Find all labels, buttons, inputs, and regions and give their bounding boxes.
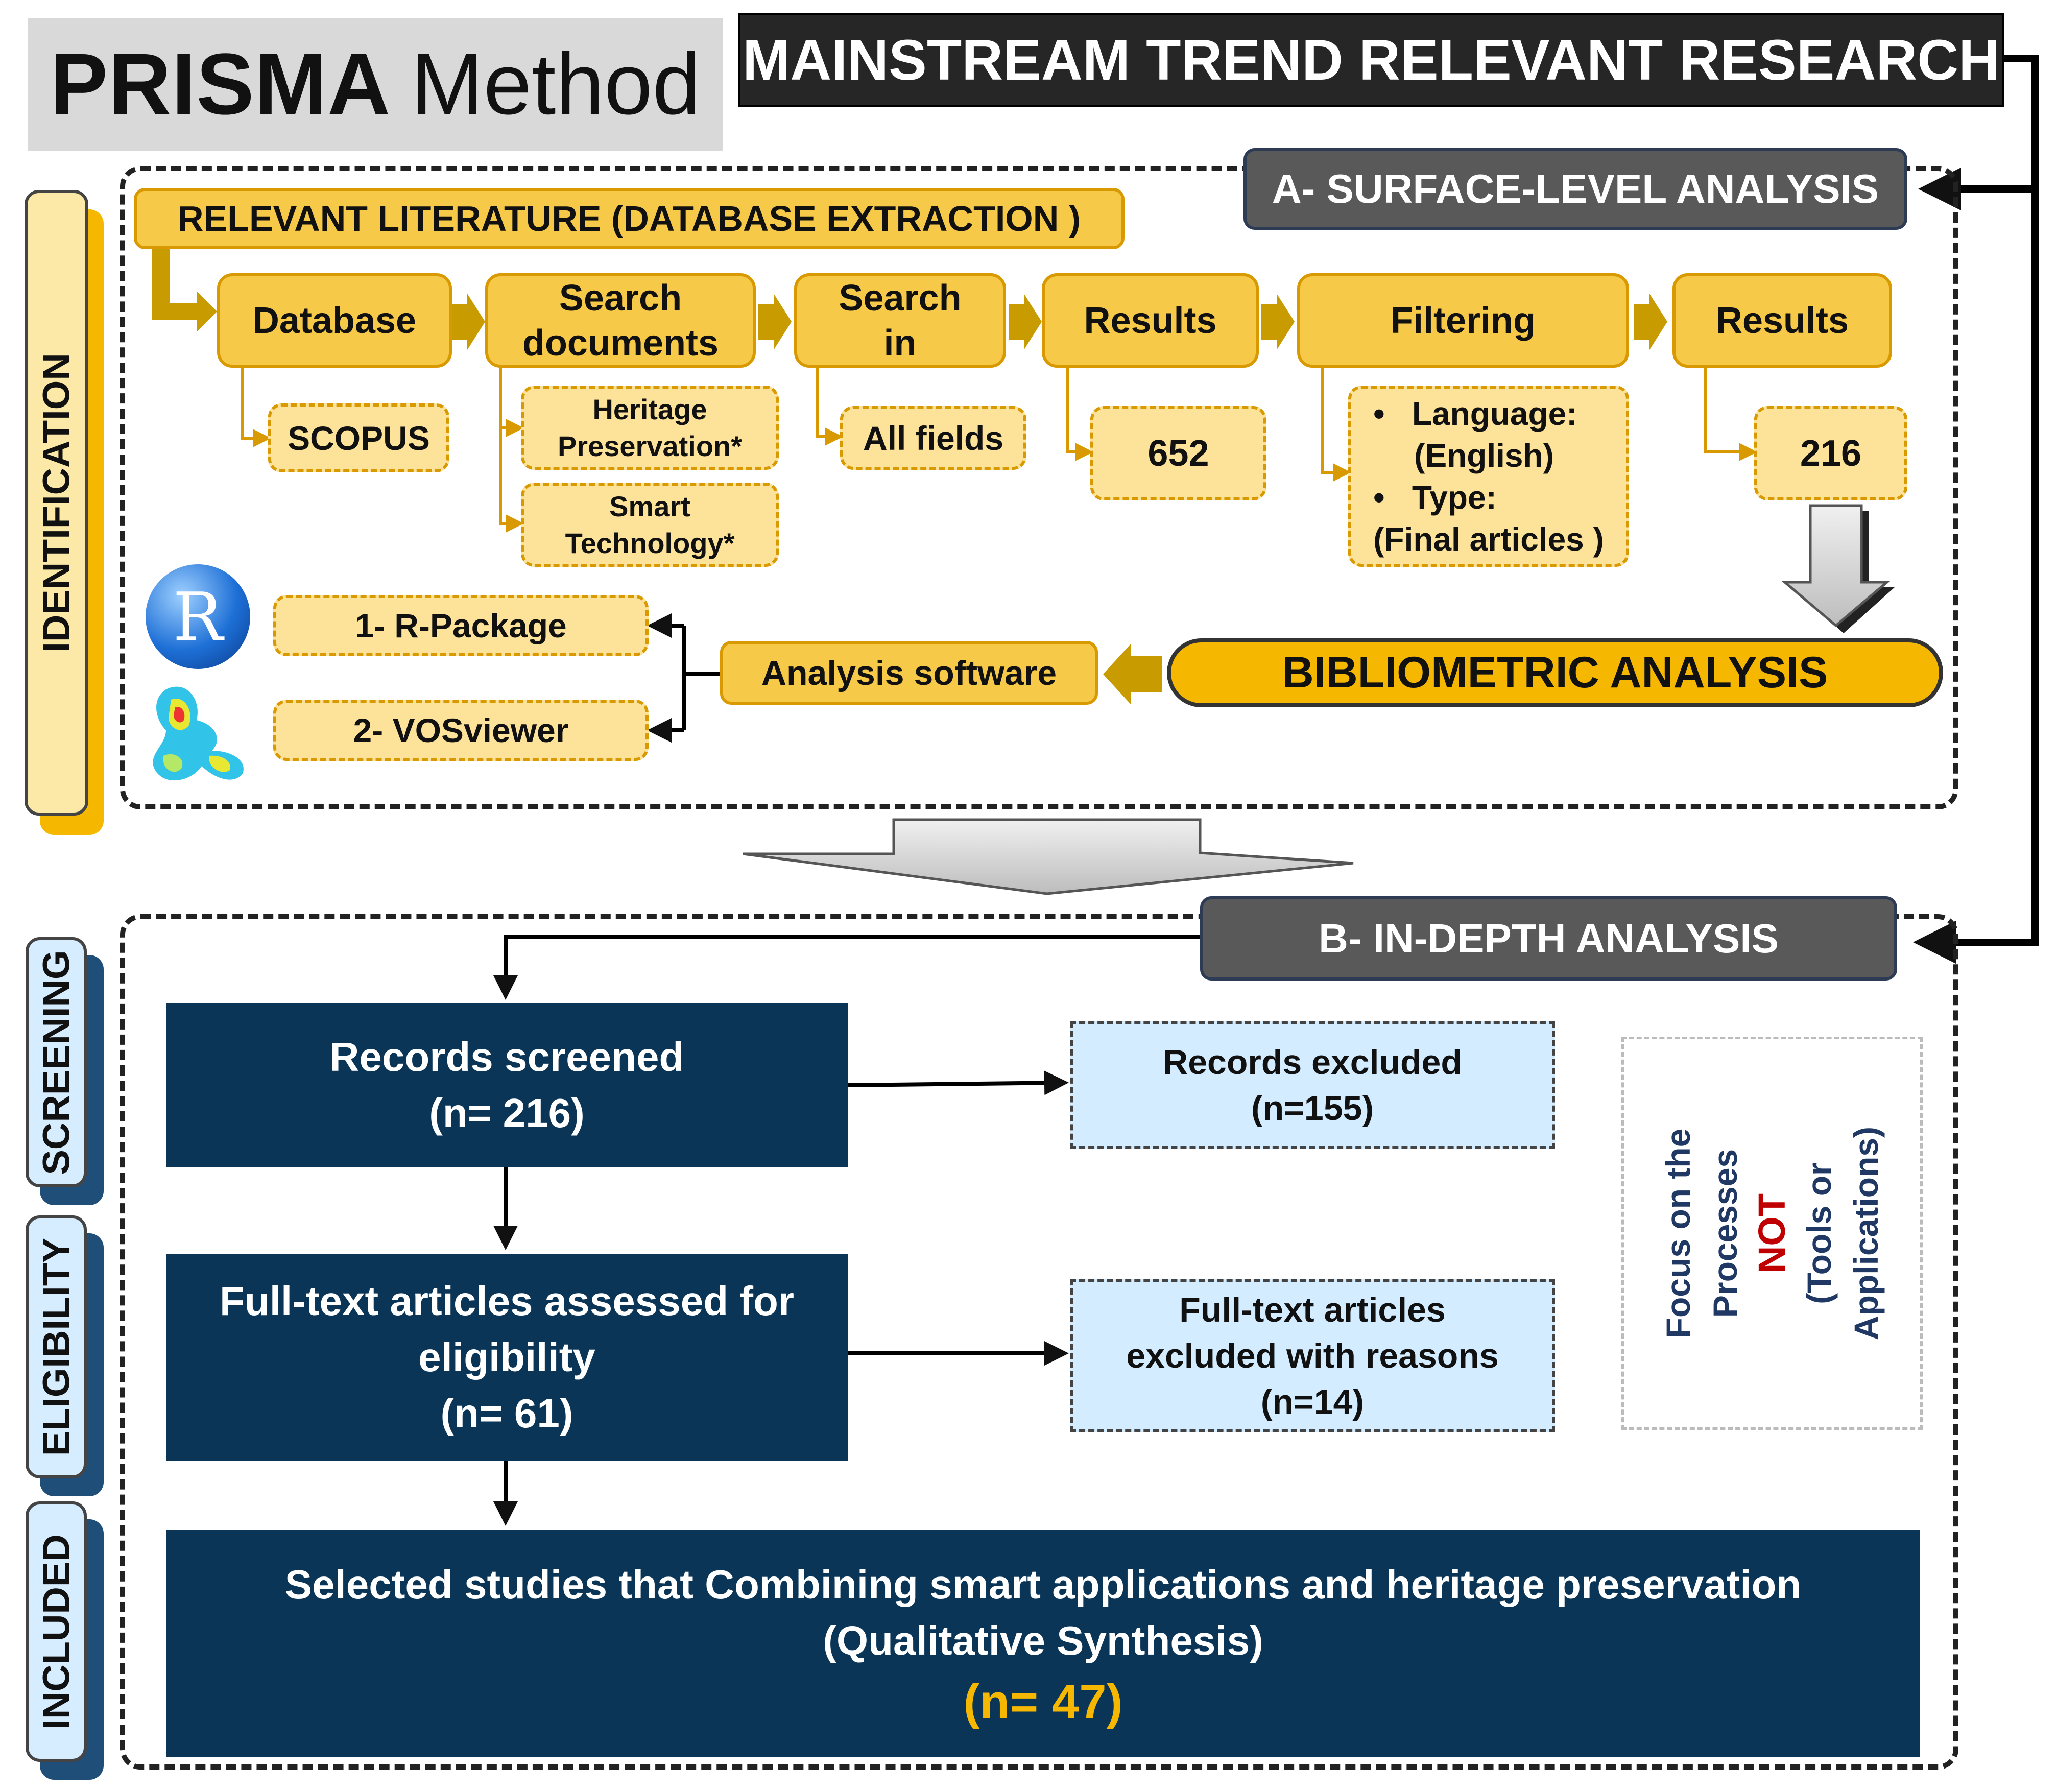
- filter-final-articles: (Final articles ): [1373, 520, 1604, 558]
- r-logo-letter: R: [173, 578, 223, 656]
- filter-type-label: Type:: [1412, 479, 1497, 516]
- surface-analysis-frame: [120, 166, 1958, 809]
- fulltext-assessed-box: Full-text articles assessed for eligibil…: [166, 1254, 848, 1461]
- stage-screening-label: SCREENING: [35, 950, 78, 1175]
- stage-identification-label: IDENTIFICATION: [35, 353, 78, 653]
- section-b-header: B- IN-DEPTH ANALYSIS: [1200, 896, 1897, 981]
- included-studies-box: Selected studies that Combining smart ap…: [166, 1530, 1920, 1757]
- software-bracket: [647, 613, 720, 743]
- indepth-analysis-frame: [120, 914, 1958, 1770]
- title-method: Method: [411, 36, 701, 133]
- fulltext-excluded-line1: Full-text articles: [1179, 1291, 1446, 1329]
- stage-eligibility: ELIGIBILITY: [26, 1215, 87, 1478]
- focus-note-text: Focus on the Processes NOT (Tools or App…: [1655, 1127, 1889, 1340]
- filter-criteria-list: • Language: (English) • Type: (Final art…: [1373, 393, 1604, 560]
- step-search-in-line1: Search: [839, 277, 962, 319]
- records-screened-label: Records screened: [329, 1034, 684, 1080]
- records-excluded-count: (n=155): [1251, 1089, 1374, 1128]
- analysis-software-box: Analysis software: [720, 641, 1098, 705]
- fulltext-assessed-line2: eligibility: [418, 1334, 595, 1380]
- detail-all-fields: All fields: [840, 406, 1026, 470]
- included-studies-count: (n= 47): [963, 1674, 1123, 1729]
- step-database: Database: [217, 273, 452, 368]
- detail-smart-line1: Smart: [609, 490, 690, 522]
- included-studies-line2: (Qualitative Synthesis): [823, 1617, 1263, 1663]
- included-studies-line1: Selected studies that Combining smart ap…: [284, 1561, 1802, 1607]
- step-search-documents-line1: Search: [559, 277, 682, 319]
- step-results-2: Results: [1672, 273, 1892, 368]
- step-search-in: Search in: [794, 273, 1006, 368]
- gold-arrowhead: [197, 291, 217, 332]
- detail-filter-criteria: • Language: (English) • Type: (Final art…: [1348, 386, 1629, 567]
- stage-screening: SCREENING: [26, 937, 87, 1187]
- fulltext-excluded-count: (n=14): [1260, 1382, 1365, 1421]
- records-excluded-box: Records excluded (n=155): [1070, 1021, 1555, 1149]
- detail-results-216: 216: [1754, 406, 1907, 500]
- title-box: PRISMA Method: [28, 18, 723, 151]
- fulltext-assessed-line1: Full-text articles assessed for: [220, 1278, 794, 1324]
- step-filtering: Filtering: [1297, 273, 1629, 368]
- detail-results-652: 652: [1090, 406, 1266, 500]
- records-screened-box: Records screened (n= 216): [166, 1003, 848, 1167]
- relevant-literature-box: RELEVANT LITERATURE (DATABASE EXTRACTION…: [134, 188, 1125, 249]
- filter-type: • Type:: [1373, 479, 1497, 516]
- fulltext-assessed-count: (n= 61): [440, 1390, 573, 1436]
- stage-included: INCLUDED: [26, 1501, 87, 1762]
- records-excluded-label: Records excluded: [1163, 1043, 1462, 1082]
- bibliometric-analysis-box: BIBLIOMETRIC ANALYSIS: [1167, 638, 1943, 707]
- records-screened-count: (n= 216): [429, 1090, 585, 1136]
- section-a-header: A- SURFACE-LEVEL ANALYSIS: [1243, 148, 1907, 230]
- detail-heritage-line2: Preservation*: [557, 429, 743, 462]
- step-results-1: Results: [1042, 273, 1259, 368]
- detail-smart-technology: Smart Technology*: [521, 483, 779, 567]
- tool-vosviewer: 2- VOSviewer: [273, 700, 649, 761]
- fulltext-excluded-line2: excluded with reasons: [1126, 1336, 1499, 1375]
- feedback-line: [1913, 55, 2039, 964]
- tool-r-package: 1- R-Package: [273, 595, 649, 656]
- detail-smart-line2: Technology*: [565, 527, 735, 559]
- filter-english: (English): [1414, 437, 1554, 474]
- stage-included-label: INCLUDED: [35, 1534, 78, 1730]
- banner-mainstream-trend: MAINSTREAM TREND RELEVANT RESEARCH: [740, 15, 2002, 105]
- flow-lines-b: [493, 935, 1200, 1526]
- fulltext-excluded-box: Full-text articles excluded with reasons…: [1070, 1279, 1555, 1432]
- filter-language-label: Language:: [1412, 395, 1577, 432]
- detail-connectors: [241, 368, 1757, 533]
- gold-elbow-arrow: [152, 249, 199, 320]
- step-search-documents-line2: documents: [522, 322, 719, 364]
- focus-line2: Processes: [1706, 1149, 1744, 1318]
- step-arrows: [452, 294, 1667, 705]
- step-search-documents: Search documents: [485, 273, 756, 368]
- title-prisma: PRISMA: [50, 36, 391, 133]
- stage-identification: IDENTIFICATION: [25, 190, 88, 816]
- focus-line1: Focus on the: [1659, 1128, 1697, 1339]
- vosviewer-logo-icon: [153, 686, 244, 781]
- focus-not: NOT: [1750, 1193, 1793, 1274]
- filter-language: • Language:: [1373, 395, 1577, 432]
- focus-line4: Applications): [1847, 1126, 1885, 1341]
- focus-note-box: Focus on the Processes NOT (Tools or App…: [1621, 1037, 1923, 1430]
- detail-scopus: SCOPUS: [268, 403, 449, 472]
- detail-heritage-preservation: Heritage Preservation*: [521, 386, 779, 470]
- step-search-in-line2: in: [883, 322, 917, 364]
- r-logo-icon: R: [146, 564, 250, 669]
- gray-down-arrow-large: [743, 818, 1354, 895]
- detail-heritage-line1: Heritage: [592, 393, 707, 425]
- stage-eligibility-label: ELIGIBILITY: [35, 1237, 78, 1456]
- focus-line3: (Tools or: [1800, 1162, 1838, 1304]
